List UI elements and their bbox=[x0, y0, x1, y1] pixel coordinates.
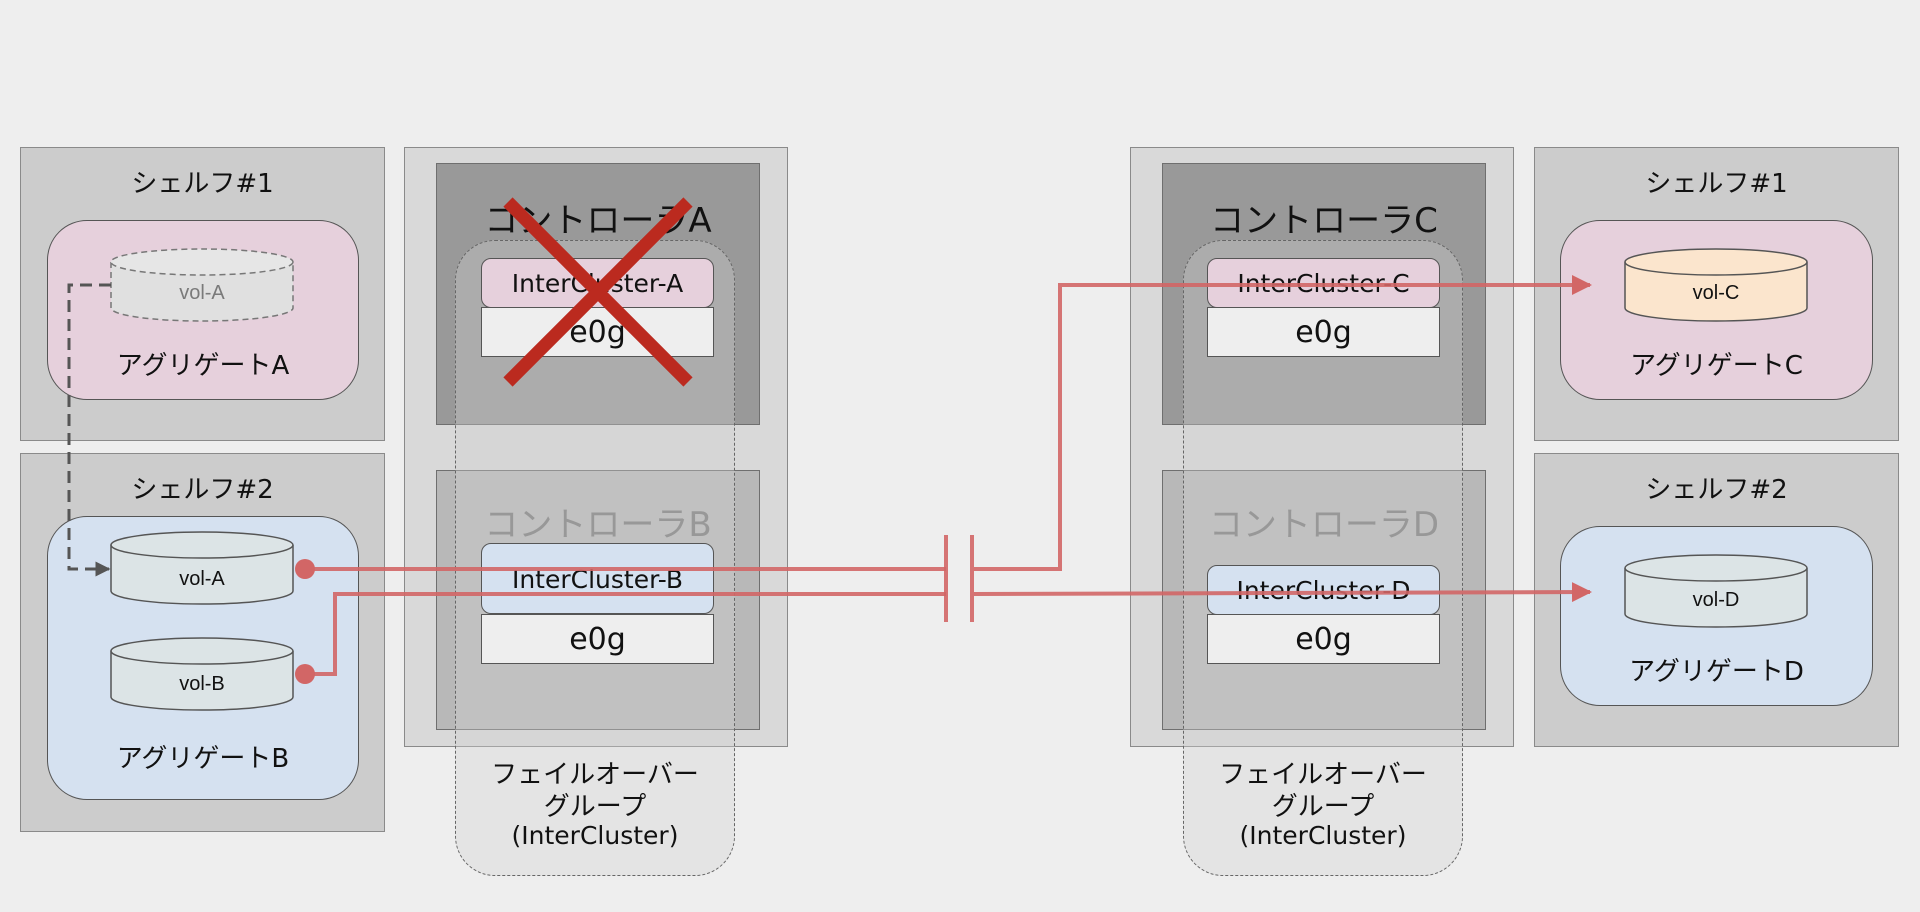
controller-a-failure-mark bbox=[503, 197, 693, 387]
lif-intercluster-b bbox=[481, 543, 714, 614]
port-e0g-b-label: e0g bbox=[569, 622, 626, 657]
endpoint-vol-b bbox=[295, 664, 315, 684]
volume-d: vol-D bbox=[1624, 554, 1808, 628]
left-failover-group-line2: グループ bbox=[543, 792, 647, 822]
aggregate-d-label: アグリゲートD bbox=[1629, 657, 1804, 687]
volume-c: vol-C bbox=[1624, 248, 1808, 322]
port-e0g-c-label: e0g bbox=[1295, 315, 1352, 350]
aggregate-b-label: アグリゲートB bbox=[116, 744, 290, 774]
link-to-c bbox=[974, 275, 1592, 571]
right-shelf-1-title: シェルフ#1 bbox=[1645, 169, 1788, 199]
right-failover-group-line1: フェイルオーバー bbox=[1219, 760, 1427, 790]
lif-intercluster-d-label: InterCluster-D bbox=[1236, 576, 1411, 605]
endpoint-vol-a bbox=[295, 559, 315, 579]
volume-d-label: vol-D bbox=[1693, 589, 1740, 611]
snapmirror-links bbox=[305, 275, 1592, 676]
right-shelf-2-title: シェルフ#2 bbox=[1645, 475, 1788, 505]
right-failover-group-line2: グループ bbox=[1271, 792, 1375, 822]
controller-c-title: コントローラC bbox=[1210, 201, 1438, 241]
left-shelf-1-title: シェルフ#1 bbox=[131, 169, 274, 199]
aggregate-a-label: アグリゲートA bbox=[116, 351, 290, 381]
right-failover-group-line3: (InterCluster) bbox=[1239, 821, 1407, 850]
link-to-d bbox=[973, 582, 1592, 603]
volume-move-arrow bbox=[67, 283, 111, 577]
port-e0g-d bbox=[1207, 614, 1440, 664]
volume-c-label: vol-C bbox=[1693, 282, 1740, 304]
controller-b-title: コントローラB bbox=[484, 505, 712, 545]
left-failover-group-line3: (InterCluster) bbox=[511, 821, 679, 850]
link-vol-b bbox=[305, 592, 946, 676]
port-e0g-b bbox=[481, 614, 714, 664]
volume-a-old-label: vol-A bbox=[179, 282, 225, 304]
port-e0g-a bbox=[481, 307, 714, 357]
controller-d-title: コントローラD bbox=[1208, 505, 1440, 545]
aggregate-c-label: アグリゲートC bbox=[1630, 351, 1803, 381]
volume-a-label: vol-A bbox=[179, 568, 225, 590]
left-shelf-2-title: シェルフ#2 bbox=[131, 475, 274, 505]
port-e0g-d-label: e0g bbox=[1295, 622, 1352, 657]
volume-a-old: vol-A bbox=[110, 248, 294, 322]
left-failover-group-line1: フェイルオーバー bbox=[491, 760, 699, 790]
port-e0g-c bbox=[1207, 307, 1440, 357]
volume-a: vol-A bbox=[110, 531, 294, 605]
volume-b-label: vol-B bbox=[179, 673, 225, 695]
port-e0g-a-label: e0g bbox=[569, 315, 626, 350]
volume-b: vol-B bbox=[110, 637, 294, 711]
